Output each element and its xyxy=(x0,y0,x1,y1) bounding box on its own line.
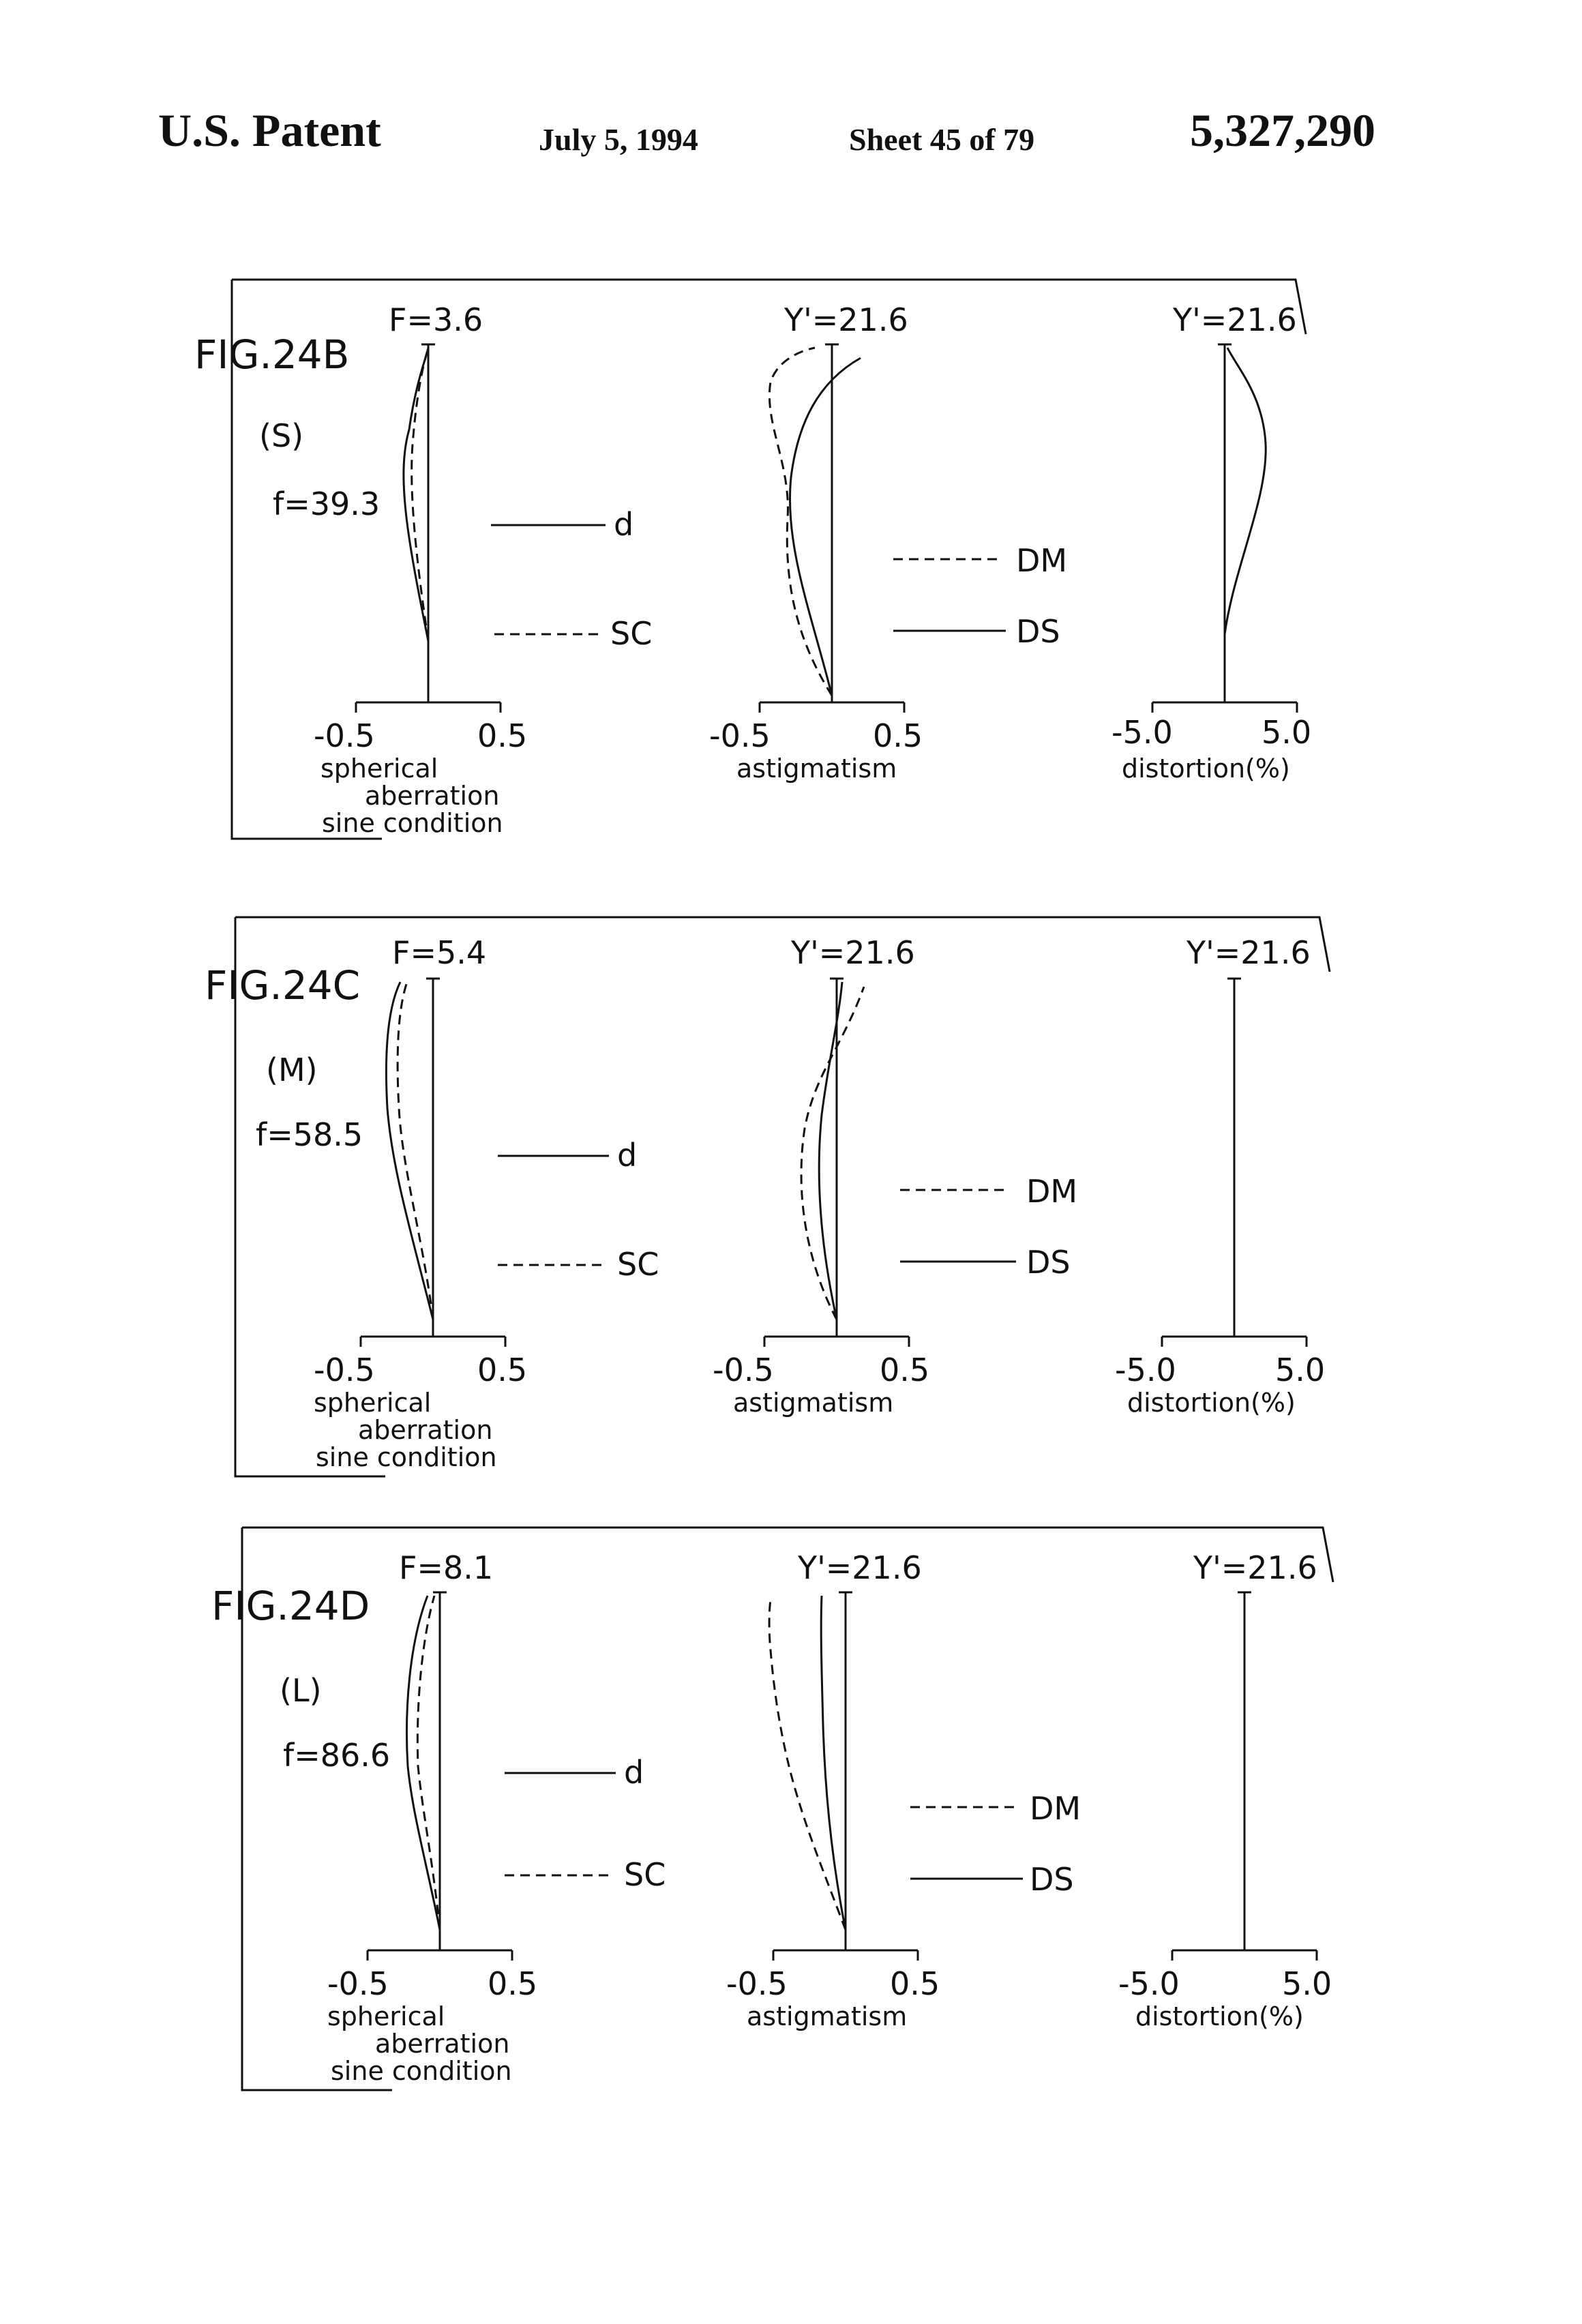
legend-sc: SC xyxy=(617,1246,659,1283)
image-height-astig: Y'=21.6 xyxy=(797,1549,922,1586)
ast-max: 0.5 xyxy=(873,717,923,754)
curve-d-spherical xyxy=(404,348,428,641)
mode-label: (M) xyxy=(266,1052,318,1088)
legend-dm: DM xyxy=(1026,1173,1077,1210)
legend-ds: DS xyxy=(1016,613,1060,650)
legend-dm: DM xyxy=(1016,542,1067,579)
f-number: F=3.6 xyxy=(389,301,483,338)
curve-distortion xyxy=(1225,348,1266,634)
legend-ds: DS xyxy=(1026,1244,1071,1281)
sph-label: spherical xyxy=(314,1388,431,1418)
sph-min: -0.5 xyxy=(314,1352,375,1388)
sph-label-2: aberration xyxy=(358,1415,492,1445)
sph-min: -0.5 xyxy=(314,717,375,754)
sph-label-3: sine condition xyxy=(331,2056,512,2086)
sph-min: -0.5 xyxy=(327,1965,389,2002)
mode-label: (L) xyxy=(280,1672,322,1709)
ast-label: astigmatism xyxy=(747,2001,907,2031)
curve-ds xyxy=(790,358,861,696)
image-height-dist: Y'=21.6 xyxy=(1172,301,1297,338)
legend-d: d xyxy=(617,1137,637,1174)
sph-label: spherical xyxy=(320,754,438,784)
dst-max: 5.0 xyxy=(1275,1352,1325,1388)
curve-dm xyxy=(801,987,864,1320)
sph-max: 0.5 xyxy=(477,1352,527,1388)
ast-max: 0.5 xyxy=(890,1965,940,2002)
curve-sc-sine xyxy=(398,982,433,1320)
sph-label-3: sine condition xyxy=(316,1442,497,1472)
legend-ds: DS xyxy=(1030,1861,1074,1898)
ast-max: 0.5 xyxy=(880,1352,929,1388)
dst-label: distortion(%) xyxy=(1127,1388,1296,1418)
image-height-astig: Y'=21.6 xyxy=(790,934,915,971)
sph-max: 0.5 xyxy=(477,717,527,754)
curve-dm xyxy=(769,1599,846,1930)
ast-min: -0.5 xyxy=(713,1352,774,1388)
dst-max: 5.0 xyxy=(1262,714,1311,751)
sph-label: spherical xyxy=(327,2001,445,2031)
dst-label: distortion(%) xyxy=(1135,2001,1304,2031)
dst-min: -5.0 xyxy=(1115,1352,1176,1388)
ast-min: -0.5 xyxy=(709,717,771,754)
curve-dm xyxy=(769,348,832,696)
image-height-dist: Y'=21.6 xyxy=(1193,1549,1317,1586)
dst-min: -5.0 xyxy=(1111,714,1173,751)
f-number: F=8.1 xyxy=(399,1549,493,1586)
ast-label: astigmatism xyxy=(736,754,897,784)
ast-label: astigmatism xyxy=(733,1388,893,1418)
image-height-dist: Y'=21.6 xyxy=(1186,934,1311,971)
sph-label-2: aberration xyxy=(365,781,499,811)
figure-id: FIG.24B xyxy=(194,331,349,378)
legend-sc: SC xyxy=(610,615,652,652)
sph-label-3: sine condition xyxy=(322,808,503,838)
legend-sc: SC xyxy=(624,1856,666,1893)
sph-label-2: aberration xyxy=(375,2029,509,2059)
legend-d: d xyxy=(614,506,633,543)
f-number: F=5.4 xyxy=(392,934,486,971)
dst-label: distortion(%) xyxy=(1122,754,1290,784)
dst-min: -5.0 xyxy=(1118,1965,1180,2002)
focal-length: f=86.6 xyxy=(283,1737,390,1774)
legend-d: d xyxy=(624,1754,644,1791)
dst-max: 5.0 xyxy=(1282,1965,1332,2002)
mode-label: (S) xyxy=(259,417,303,454)
sph-max: 0.5 xyxy=(488,1965,537,2002)
image-height-astig: Y'=21.6 xyxy=(783,301,908,338)
ast-min: -0.5 xyxy=(726,1965,788,2002)
focal-length: f=39.3 xyxy=(273,486,380,522)
figure-id: FIG.24D xyxy=(211,1583,370,1629)
figure-id: FIG.24C xyxy=(205,962,360,1009)
legend-dm: DM xyxy=(1030,1790,1081,1827)
panel-fig-24c: FIG.24C (M) f=58.5 F=5.4 d SC -0.5 0.5 s… xyxy=(205,917,1330,1476)
curve-ds xyxy=(821,1596,846,1930)
panel-fig-24d: FIG.24D (L) f=86.6 F=8.1 d SC -0.5 0.5 s… xyxy=(211,1528,1333,2090)
panel-fig-24b: FIG.24B (S) f=39.3 F=3.6 d SC -0.5 0.5 s… xyxy=(194,280,1311,839)
curve-ds xyxy=(819,982,842,1320)
focal-length: f=58.5 xyxy=(256,1116,363,1153)
